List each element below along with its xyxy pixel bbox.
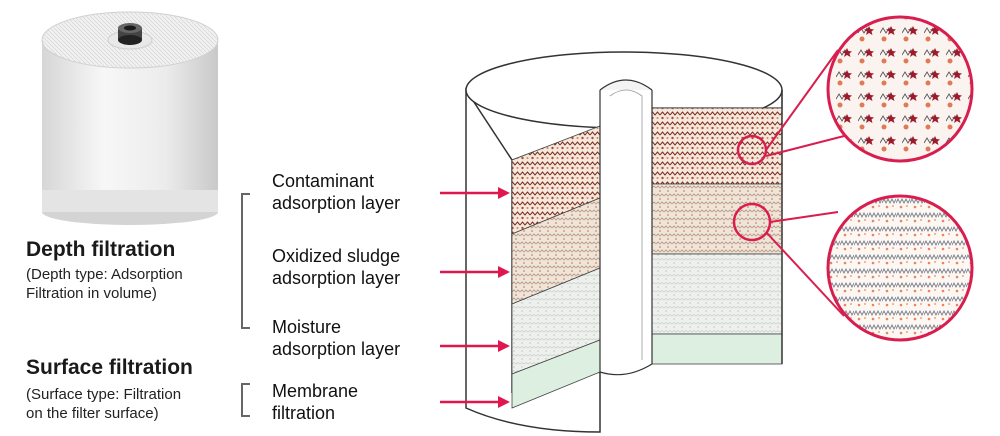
depth-filtration-desc-line1: (Depth type: Adsorption bbox=[26, 266, 183, 283]
cut-face-right-contaminant bbox=[651, 107, 783, 185]
layer-label-membrane: Membrane filtration bbox=[272, 380, 358, 424]
depth-filtration-desc-line2: Filtration in volume) bbox=[26, 285, 157, 302]
surface-filtration-desc-line2: on the filter surface) bbox=[26, 405, 159, 422]
layer-label-membrane-line1: Membrane bbox=[272, 381, 359, 401]
surface-bracket bbox=[241, 383, 250, 417]
cut-face-right-sludge bbox=[651, 183, 783, 255]
layer-label-contaminant-line2: adsorption layer bbox=[272, 193, 401, 213]
surface-filtration-heading: Surface filtration bbox=[26, 356, 193, 379]
layer-label-contaminant-line1: Contaminant bbox=[272, 171, 375, 191]
filter-cartridge-image bbox=[41, 11, 219, 225]
layer-label-oxidized-sludge-line1: Oxidized sludge bbox=[272, 246, 401, 266]
cut-face-right-membrane bbox=[651, 333, 783, 365]
layer-label-moisture-line2: adsorption layer bbox=[272, 339, 401, 359]
layer-label-contaminant: Contaminant adsorption layer bbox=[272, 170, 400, 214]
surface-filtration-desc-line1: (Surface type: Filtration bbox=[26, 386, 182, 403]
layer-label-moisture-line1: Moisture bbox=[272, 317, 342, 337]
layer-label-moisture: Moisture adsorption layer bbox=[272, 316, 400, 360]
depth-filtration-heading: Depth filtration bbox=[26, 238, 176, 261]
zoom-sludge-layer bbox=[828, 196, 972, 340]
cut-face-right-moisture bbox=[651, 253, 783, 335]
filter-cross-section-diagram bbox=[440, 15, 974, 433]
layer-label-membrane-line2: filtration bbox=[272, 403, 336, 423]
layer-label-oxidized-sludge: Oxidized sludge adsorption layer bbox=[272, 245, 400, 289]
zoom-contaminant-layer bbox=[828, 17, 972, 161]
depth-bracket bbox=[241, 193, 250, 329]
layer-label-oxidized-sludge-line2: adsorption layer bbox=[272, 268, 401, 288]
